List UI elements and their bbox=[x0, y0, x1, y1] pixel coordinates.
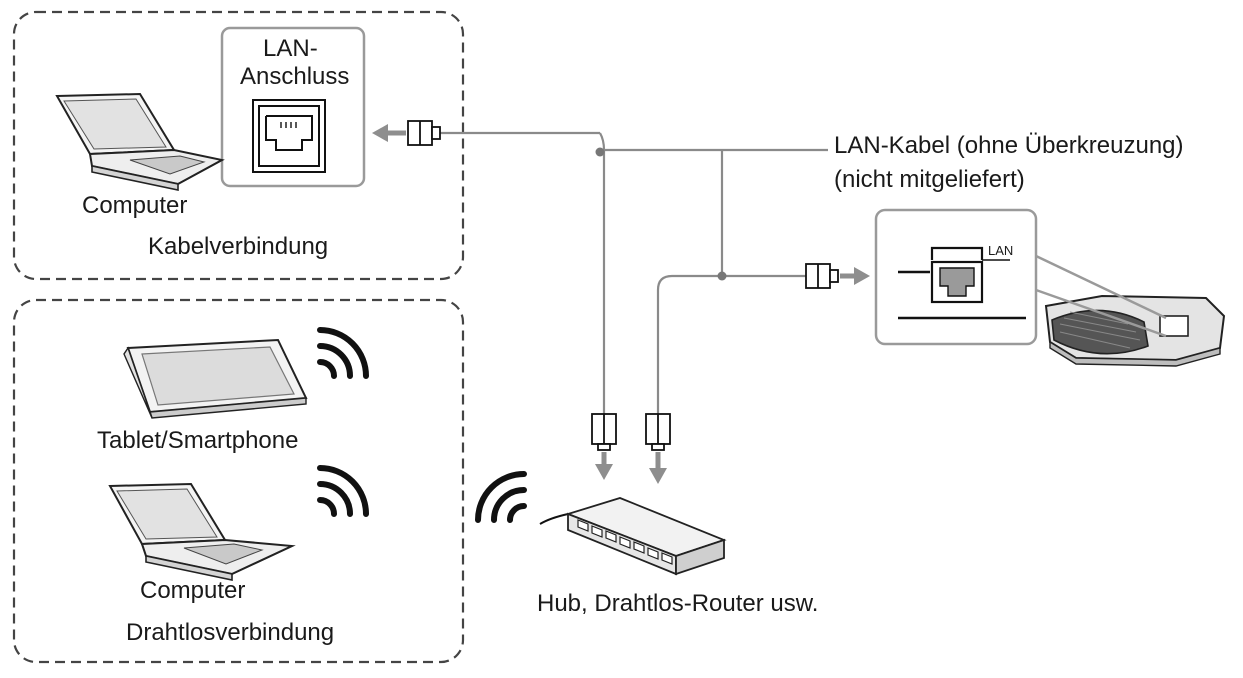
lan-port-icon bbox=[252, 99, 326, 173]
lan-port-panel bbox=[220, 26, 366, 188]
wired-computer-label: Computer bbox=[82, 192, 188, 219]
arrow-down-icon bbox=[595, 452, 613, 480]
wireless-connection-label: Drahtlosverbindung bbox=[126, 619, 335, 646]
wireless-connection-frame bbox=[12, 298, 465, 664]
arrow-right-icon bbox=[840, 267, 870, 285]
lan-cable-note: (nicht mitgeliefert) bbox=[834, 166, 1025, 193]
arrow-down-icon bbox=[649, 452, 667, 484]
laptop-icon bbox=[55, 92, 225, 191]
wifi-signal-icon bbox=[317, 465, 369, 517]
hub-icon bbox=[539, 497, 727, 576]
projector-callout bbox=[1035, 254, 1167, 338]
wired-connection-frame bbox=[12, 10, 465, 281]
wired-connection-label: Kabelverbindung bbox=[148, 233, 329, 260]
lan-port-label: LAN- bbox=[263, 35, 318, 62]
hub-label: Hub, Drahtlos-Router usw. bbox=[537, 590, 819, 617]
arrow-left-icon bbox=[372, 124, 406, 142]
tablet-label: Tablet/Smartphone bbox=[97, 427, 299, 454]
projector-icon bbox=[1044, 294, 1226, 367]
tablet-icon bbox=[123, 338, 308, 419]
lan-cable-label: LAN-Kabel (ohne Überkreuzung) bbox=[834, 132, 1184, 159]
rj45-plug-icon bbox=[407, 120, 441, 146]
rj45-plug-icon bbox=[645, 413, 671, 451]
wireless-computer-label: Computer bbox=[140, 577, 246, 604]
lan-port-icon bbox=[898, 246, 1026, 320]
wifi-signal-icon bbox=[475, 471, 527, 523]
cable-junction bbox=[717, 271, 727, 281]
cable-junction bbox=[595, 147, 605, 157]
rj45-plug-icon bbox=[591, 413, 617, 451]
lan-cable bbox=[440, 131, 828, 414]
projector-lan-panel bbox=[874, 208, 1038, 346]
laptop-icon bbox=[108, 482, 296, 581]
projector-lan-label: LAN bbox=[988, 243, 1014, 258]
rj45-plug-icon bbox=[805, 263, 839, 289]
wifi-signal-icon bbox=[317, 327, 369, 379]
lan-port-label: Anschluss bbox=[240, 63, 350, 90]
